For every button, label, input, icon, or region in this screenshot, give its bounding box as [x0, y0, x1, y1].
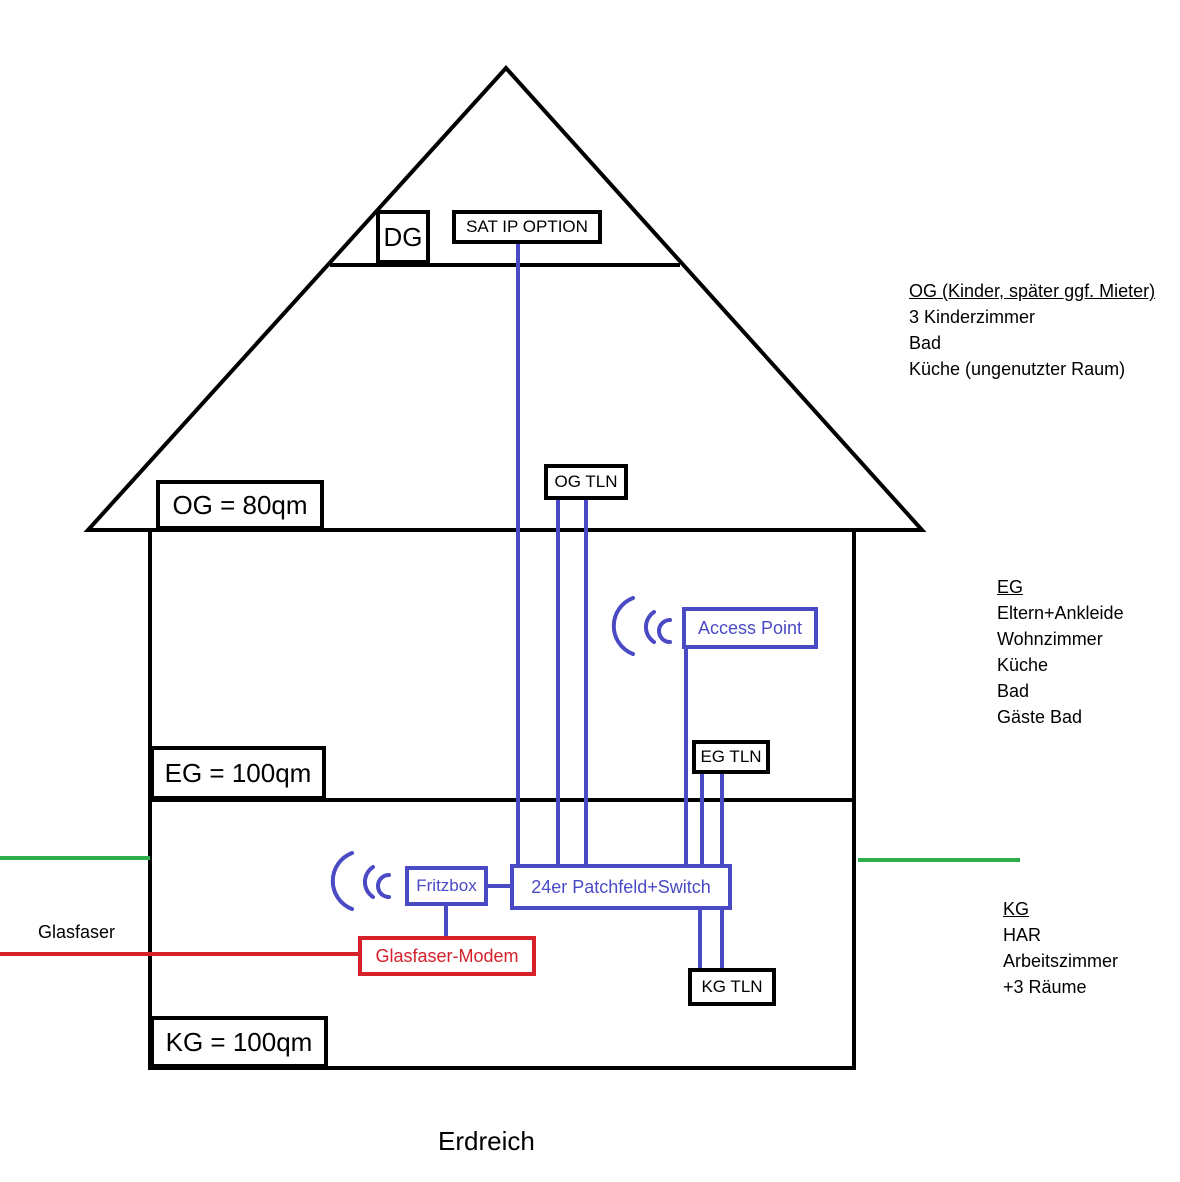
eg-note-item: Gäste Bad [997, 707, 1083, 727]
kg-note-item: +3 Räume [1003, 977, 1087, 997]
kg-notes-heading: KG [1003, 899, 1030, 919]
floor-label-kg: KG = 100qm [150, 1016, 328, 1068]
kg-room-notes: KG HAR Arbeitszimmer +3 Räume [1003, 896, 1118, 1000]
wifi-signal-icon [611, 596, 672, 656]
floor-label-dg: DG [376, 210, 430, 264]
eg-note-item: Eltern+Ankleide [997, 603, 1124, 623]
eg-room-notes: EG Eltern+Ankleide Wohnzimmer Küche Bad … [997, 574, 1124, 730]
eg-notes-heading: EG [997, 577, 1024, 597]
og-note-item: Bad [909, 333, 942, 353]
glasfaser-modem-box: Glasfaser-Modem [358, 936, 536, 976]
erdreich-label: Erdreich [438, 1126, 535, 1156]
eg-tln-box: EG TLN [692, 740, 770, 774]
og-notes-heading: OG (Kinder, später ggf. Mieter) [909, 281, 1156, 301]
access-point-box: Access Point [682, 607, 818, 649]
sat-ip-option-box: SAT IP OPTION [452, 210, 602, 244]
eg-note-item: Wohnzimmer [997, 629, 1103, 649]
kg-note-item: Arbeitszimmer [1003, 951, 1119, 971]
og-note-item: Küche (ungenutzter Raum) [909, 359, 1126, 379]
fritzbox-box: Fritzbox [405, 866, 488, 906]
floor-label-eg: EG = 100qm [150, 746, 326, 800]
patchfeld-switch-box: 24er Patchfeld+Switch [510, 864, 732, 910]
og-room-notes: OG (Kinder, später ggf. Mieter) 3 Kinder… [909, 278, 1155, 382]
kg-tln-box: KG TLN [688, 968, 776, 1006]
glasfaser-label: Glasfaser [38, 922, 116, 942]
eg-note-item: Bad [997, 681, 1030, 701]
eg-note-item: Küche [997, 655, 1049, 675]
kg-note-item: HAR [1003, 925, 1042, 945]
wifi-signal-icon [330, 851, 391, 911]
roof-outline [83, 65, 927, 532]
og-tln-box: OG TLN [544, 464, 628, 500]
og-note-item: 3 Kinderzimmer [909, 307, 1036, 327]
floor-label-og: OG = 80qm [156, 480, 324, 530]
